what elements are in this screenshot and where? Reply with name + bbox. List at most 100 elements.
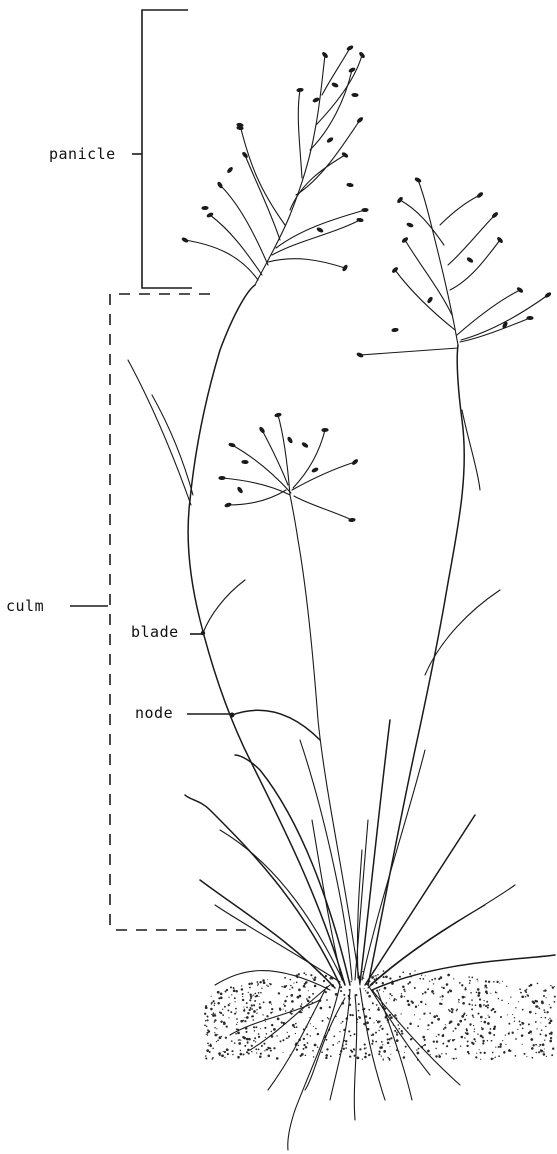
soil-particle xyxy=(282,1039,284,1041)
soil-particle xyxy=(402,986,405,989)
soil-particle xyxy=(308,1006,310,1008)
soil-particle xyxy=(422,993,424,995)
soil-particle xyxy=(535,1005,537,1007)
soil-particle xyxy=(435,1055,437,1057)
soil-particle xyxy=(517,1029,518,1030)
soil-particle xyxy=(438,978,440,980)
node-point xyxy=(230,713,235,718)
spikelet xyxy=(322,428,329,431)
soil-particle xyxy=(359,1016,361,1018)
soil-particle xyxy=(204,1013,206,1015)
soil-particle xyxy=(521,995,524,998)
soil-particle xyxy=(258,1036,260,1038)
soil-particle xyxy=(554,986,555,987)
soil-particle xyxy=(466,1029,468,1031)
soil-particle xyxy=(482,1040,484,1042)
soil-particle xyxy=(310,1023,311,1024)
soil-particle xyxy=(359,1048,361,1050)
soil-particle xyxy=(353,1033,355,1035)
soil-particle xyxy=(434,978,436,980)
soil-particle xyxy=(352,1014,354,1016)
soil-particle xyxy=(256,1009,257,1010)
soil-particle xyxy=(498,1046,500,1048)
soil-particle xyxy=(220,1012,222,1014)
soil-particle xyxy=(303,1038,305,1040)
soil-particle xyxy=(545,1017,547,1019)
spikelet xyxy=(348,67,355,73)
soil-particle xyxy=(423,1013,425,1015)
soil-particle xyxy=(545,1034,547,1036)
soil-particle xyxy=(441,995,443,997)
soil-particle xyxy=(273,1047,275,1049)
soil-particle xyxy=(362,1058,363,1059)
spikelet xyxy=(301,442,308,448)
soil-particle xyxy=(435,1048,436,1049)
spikelet xyxy=(312,97,319,102)
soil-particle xyxy=(484,1021,487,1024)
soil-particle xyxy=(425,975,426,976)
soil-particle xyxy=(527,995,529,997)
soil-particle xyxy=(206,1049,209,1052)
soil-particle xyxy=(226,989,228,991)
soil-particle xyxy=(229,1003,230,1004)
soil-particle xyxy=(296,1049,298,1051)
soil-particle xyxy=(358,1010,360,1012)
spikelet xyxy=(217,181,223,188)
spikelet xyxy=(219,476,225,479)
soil-particle xyxy=(312,993,314,995)
soil-particle xyxy=(271,1004,272,1005)
soil-particle xyxy=(436,1036,437,1037)
soil-particle xyxy=(305,987,306,988)
soil-particle xyxy=(486,1001,488,1003)
soil-particle xyxy=(444,1026,446,1028)
soil-particle xyxy=(345,1043,347,1045)
soil-particle xyxy=(453,1058,455,1060)
soil-particle xyxy=(297,996,300,999)
soil-particle xyxy=(266,1015,268,1017)
soil-particle xyxy=(289,979,291,981)
soil-particle xyxy=(423,978,425,980)
roots xyxy=(230,985,460,1150)
soil-particle xyxy=(540,1033,542,1035)
soil-particle xyxy=(522,1044,523,1045)
soil-particle xyxy=(381,1028,383,1030)
soil-particle xyxy=(453,978,454,979)
soil-particle xyxy=(285,1010,287,1012)
soil-particle xyxy=(455,1028,457,1030)
soil-particle xyxy=(380,1046,383,1049)
soil-particle xyxy=(401,995,403,997)
soil-particle xyxy=(205,1006,208,1009)
soil-particle xyxy=(398,1024,400,1026)
soil-particle xyxy=(243,1009,245,1011)
soil-particle xyxy=(349,1014,351,1016)
soil-particle xyxy=(409,981,411,983)
soil-particle xyxy=(345,1047,347,1049)
soil-particle xyxy=(328,1018,330,1020)
soil-particle xyxy=(267,979,268,980)
soil-particle xyxy=(514,1021,515,1022)
soil-particle xyxy=(472,1043,474,1045)
soil-particle xyxy=(259,1006,262,1009)
soil-particle xyxy=(445,1053,447,1055)
soil-particle xyxy=(536,1028,537,1029)
soil-particle xyxy=(271,1008,273,1010)
soil-particle xyxy=(263,1001,265,1003)
spikelet xyxy=(322,52,329,59)
soil-particle xyxy=(468,976,470,978)
soil-particle xyxy=(409,1023,412,1026)
soil-particle xyxy=(429,1012,431,1014)
soil-particle xyxy=(467,1040,469,1042)
soil-particle xyxy=(312,978,313,979)
soil-particle xyxy=(390,1037,392,1039)
soil-particle xyxy=(394,998,396,1000)
soil-particle xyxy=(486,987,488,989)
soil-particle xyxy=(237,1032,240,1035)
soil-particle xyxy=(457,1023,460,1026)
soil-particle xyxy=(266,985,267,986)
soil-particle xyxy=(446,983,449,986)
soil-particle xyxy=(427,1024,429,1026)
soil-particle xyxy=(303,972,305,974)
spikelet xyxy=(311,467,318,473)
soil-particle xyxy=(459,1020,462,1023)
soil-particle xyxy=(499,1046,501,1048)
